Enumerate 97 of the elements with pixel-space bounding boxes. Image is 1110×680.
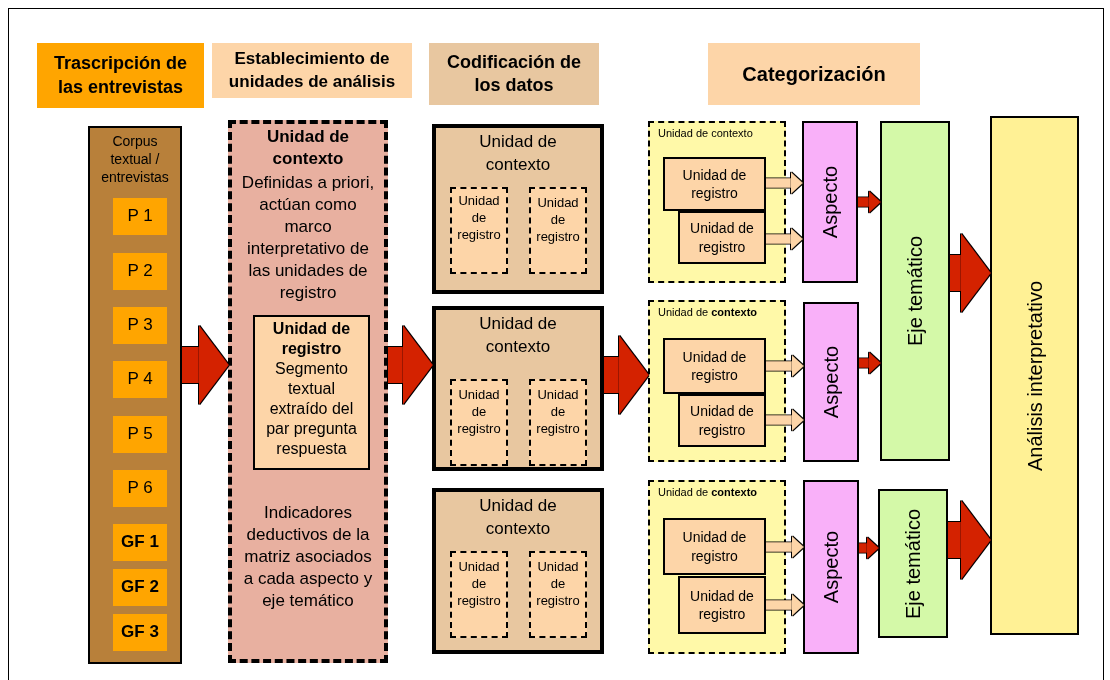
theme-axis-box [878,489,948,638]
block-arrow [858,191,881,213]
block-arrow [948,500,991,580]
stage-header [708,43,920,105]
analysis-box [990,116,1079,635]
register-text: Segmento textual extraído del par pregunta respuesta [265,359,358,459]
theme-axis-label: Eje temático [901,508,925,619]
block-arrow [604,335,649,415]
block-arrow [766,172,803,194]
interview-label: GF 3 [121,621,159,644]
interview-box [113,361,167,398]
block-arrow [182,325,229,405]
interview-box [113,253,167,290]
block-arrow [766,594,804,616]
stage-header [37,43,204,108]
block-arrow [766,536,804,558]
analysis-label: Análisis interpretativo [1022,280,1047,471]
corpus-column [88,126,182,664]
register-unit-box [529,379,587,466]
panel-text: Indicadores deductivos de la matriz asociados a cada aspecto y eje temático [242,502,374,612]
header-text: Establecimiento de unidades de análisis [227,48,397,93]
header-text: Trascripción de las entrevistas [52,52,189,99]
context-title: Unidad de contexto [658,126,753,141]
aspect-box [802,121,858,283]
register-unit-box [678,211,766,264]
register-label: Unidad de registro [535,195,581,246]
interview-box [113,569,167,606]
block-arrow [859,352,881,374]
register-label: Unidad de registro [681,165,748,203]
stage-header [212,43,412,98]
register-label: Unidad de registro [681,528,748,565]
context-unit-box [432,124,604,294]
interview-box [113,416,167,453]
column-title: Corpus textual / entrevistas [100,132,170,187]
register-label: Unidad de registro [456,559,502,610]
block-arrow [859,537,879,559]
aspect-box [803,302,859,462]
register-label: Unidad de registro [535,387,581,438]
panel-text: Unidad de contexto [265,126,351,170]
context-title: Unidad de contexto [478,495,558,540]
register-label: Unidad de registro [456,193,502,244]
register-unit-box [450,551,508,638]
register-unit-box [678,576,766,634]
header-text: Codificación de los datos [447,50,581,97]
context-unit-box [432,488,604,654]
interview-label: GF 2 [121,576,159,599]
context-title: Unidad de contexto [658,485,758,500]
register-label: Unidad de registro [535,559,581,610]
register-unit-box [450,379,508,466]
context-unit-panel [228,120,388,663]
register-unit-box [678,394,766,447]
context-group [648,480,786,654]
block-arrow [766,355,804,377]
register-unit-box [663,518,766,575]
block-arrow [766,228,803,250]
stage-header [429,43,599,105]
register-label: Unidad de registro [689,219,755,256]
interview-box [113,307,167,344]
interview-box [113,198,167,235]
theme-axis-label: Eje temático [903,235,927,347]
interview-label: P 3 [127,314,153,337]
register-unit-box [253,315,370,470]
interview-box [113,470,167,507]
register-unit-box [529,187,587,274]
register-label: Unidad de registro [456,387,502,438]
block-arrow [950,233,991,313]
interview-label: P 1 [127,205,153,228]
aspect-label: Aspecto [819,345,843,419]
interview-label: P 2 [127,260,153,283]
context-title: Unidad de contexto [478,131,558,176]
register-label: Unidad de registro [681,347,748,385]
context-unit-box [432,306,604,471]
interview-label: P 6 [127,477,153,500]
interview-box [113,614,167,651]
panel-text: Definidas a priori, actúan como marco interpretativo de las unidades de registro [240,172,376,304]
aspect-box [803,480,859,654]
interview-label: P 4 [127,368,153,391]
register-label: Unidad de registro [689,402,755,439]
register-unit-box [450,187,508,274]
register-label: Unidad de registro [689,586,755,624]
block-arrow [388,325,433,405]
aspect-label: Aspecto [818,165,842,239]
interview-label: P 5 [127,423,153,446]
register-unit-box [529,551,587,638]
context-title: Unidad de contexto [478,313,558,358]
block-arrow [766,409,804,431]
interview-box [113,524,167,561]
theme-axis-box [880,121,950,461]
interview-label: GF 1 [121,531,159,554]
context-group [648,300,786,462]
context-title: Unidad de contexto [658,305,758,320]
context-group [648,121,786,283]
register-text: Unidad de registro [271,319,352,359]
register-unit-box [663,157,766,211]
header-text: Categorización [742,62,886,87]
register-unit-box [663,338,766,394]
aspect-label: Aspecto [819,530,843,604]
